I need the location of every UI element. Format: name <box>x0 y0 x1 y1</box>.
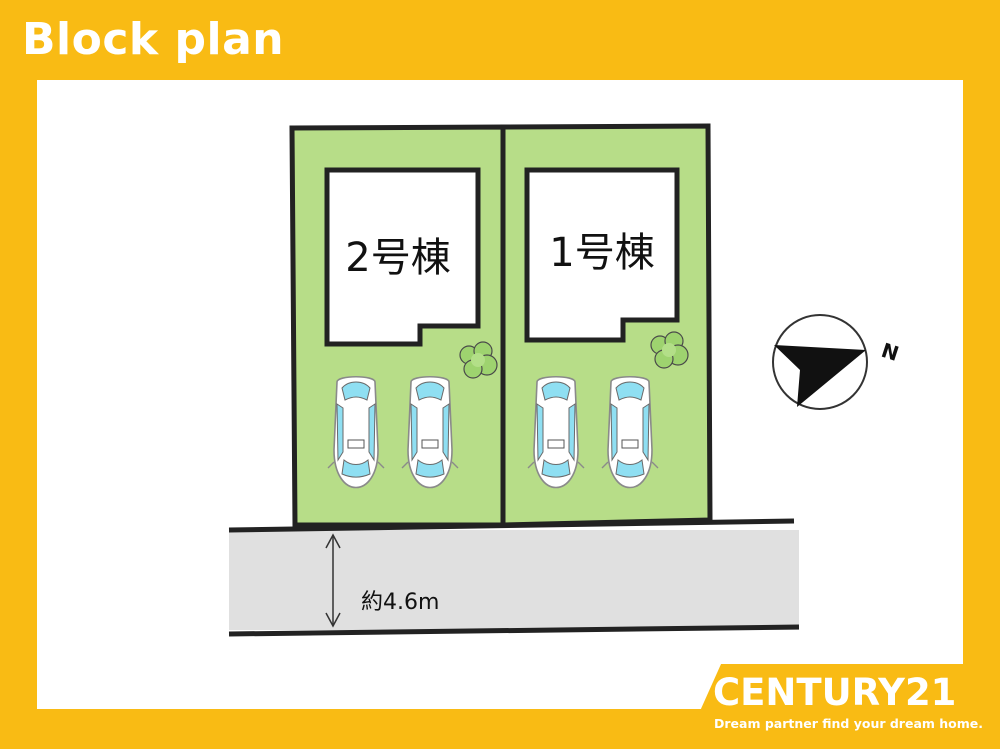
page-title: Block plan <box>22 14 285 65</box>
building-1-label: 1号棟 <box>549 230 654 276</box>
car-icon <box>601 375 659 489</box>
road-edge-bottom <box>228 624 800 637</box>
brand-tab <box>683 664 1000 749</box>
car-icon <box>327 375 385 489</box>
road-width-label: 約4.6m <box>361 590 439 615</box>
road <box>229 530 799 630</box>
building-2 <box>324 167 481 347</box>
car-icon <box>527 375 585 489</box>
title-tab <box>0 0 325 80</box>
brand-tagline: Dream partner find your dream home. <box>714 716 984 731</box>
brand-logo: CENTURY21 <box>713 671 957 714</box>
tree-icon <box>459 341 498 379</box>
compass-north-label: N <box>878 338 901 366</box>
car-icon <box>401 375 459 489</box>
building-1 <box>524 167 680 343</box>
road-width-dimension-arrow <box>325 533 341 628</box>
compass-icon: N <box>772 314 902 410</box>
building-2-label: 2号棟 <box>345 235 450 281</box>
tree-icon <box>650 331 689 369</box>
